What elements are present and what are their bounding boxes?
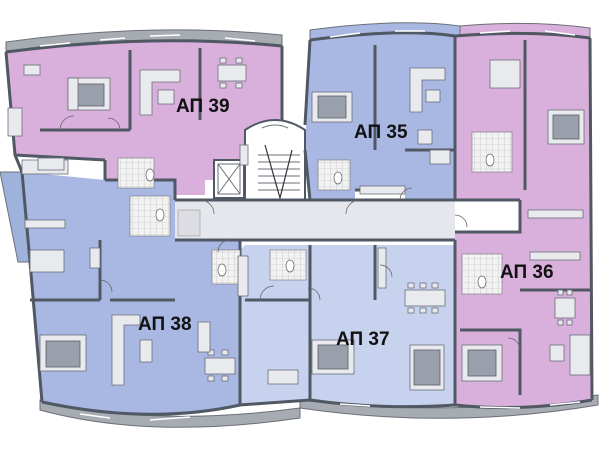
- central-corridor: [175, 200, 455, 240]
- bed-icon: [67, 77, 111, 111]
- bed-icon: [547, 109, 585, 145]
- dining-table-icon: [404, 282, 446, 314]
- dining-table-icon: [217, 57, 247, 89]
- sofa-icon: [549, 334, 591, 376]
- sofa-icon: [409, 344, 445, 391]
- sofa-icon: [139, 69, 181, 116]
- toilet-icon: [145, 153, 495, 289]
- windows: [39, 30, 581, 421]
- staircase-icon: [258, 124, 300, 201]
- dining-table-icon: [554, 289, 576, 326]
- sofa-icon: [111, 314, 153, 386]
- dining-table-icon: [204, 349, 236, 382]
- storage-units: [7, 64, 581, 297]
- door-swing-icon: [59, 115, 521, 351]
- apartment-label-ap38: АП 38: [138, 314, 192, 335]
- bed-icon: [311, 339, 355, 375]
- bed-icon: [39, 334, 87, 372]
- stair-core: [213, 119, 306, 201]
- elevator-icon: [213, 159, 245, 199]
- bathtub-icon: [117, 131, 513, 295]
- apartment-label-ap37: АП 37: [336, 329, 390, 350]
- dining-table-icon: [267, 129, 433, 385]
- apartment-label-ap35: АП 35: [354, 122, 408, 143]
- apartment-label-ap39: АП 39: [176, 96, 230, 117]
- apartment-label-ap36: АП 36: [500, 262, 554, 283]
- bed-icon: [461, 344, 503, 382]
- bed-icon: [311, 91, 353, 123]
- kitchen-counter-icon: [24, 144, 584, 353]
- sofa-icon: [409, 67, 446, 113]
